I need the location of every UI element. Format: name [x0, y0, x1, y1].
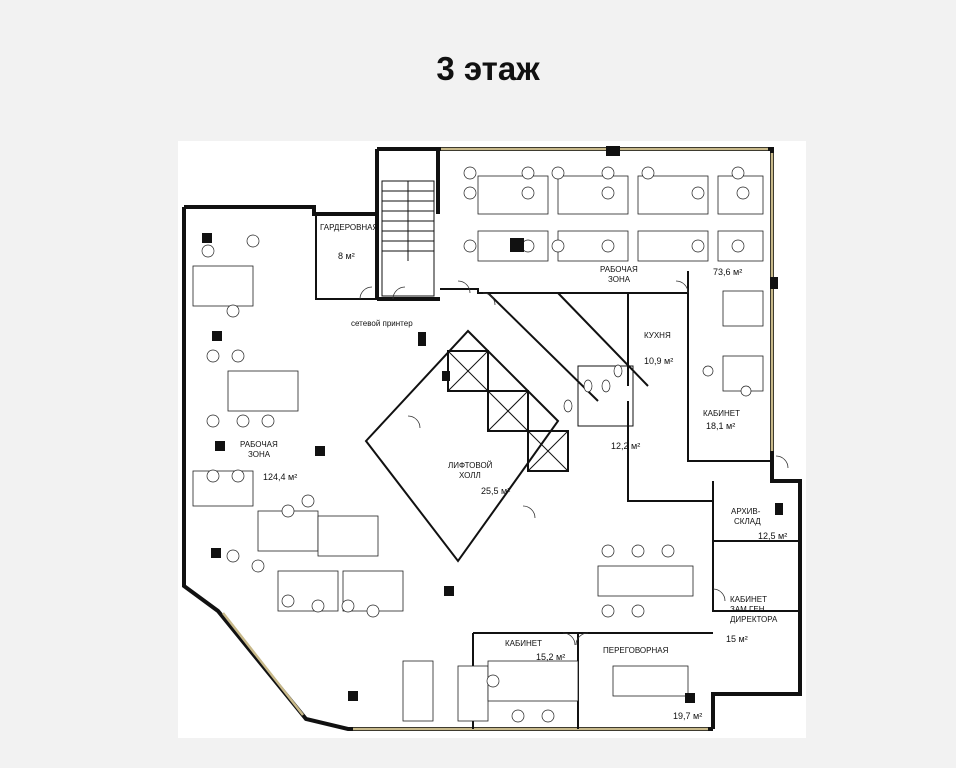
archive-label-1: АРХИВ- — [731, 507, 761, 516]
office-bottom-area: 15,2 м² — [536, 652, 565, 662]
workzone-top-label-2: ЗОНА — [608, 275, 631, 284]
meeting-room-label: ПЕРЕГОВОРНАЯ — [603, 646, 669, 655]
floor-plan-drawing: ГАРДЕРОВНАЯ 8 м² сетевой принтер РАБОЧАЯ… — [182, 146, 802, 731]
office-right-area: 18,1 м² — [706, 421, 735, 431]
deputy-office-label-2: ЗАМ.ГЕН. — [730, 605, 767, 614]
wardrobe-label: ГАРДЕРОВНАЯ — [320, 223, 379, 232]
wardrobe-area: 8 м² — [338, 251, 355, 261]
page-title: 3 этаж — [436, 50, 540, 87]
interior-walls — [440, 271, 800, 729]
windows — [222, 147, 774, 731]
archive-label-2: СКЛАД — [734, 517, 761, 526]
desks-right-office — [702, 290, 764, 397]
lift-hall-area: 25,5 м² — [481, 486, 510, 496]
wardrobe-room — [315, 212, 377, 300]
office-right-label: КАБИНЕТ — [703, 409, 740, 418]
staircase — [377, 180, 440, 301]
deputy-office-label-1: КАБИНЕТ — [730, 595, 767, 604]
kitchen-area: 10,9 м² — [644, 356, 673, 366]
network-printer-label: сетевой принтер — [351, 319, 413, 328]
toilets — [563, 364, 634, 427]
chairs-left — [201, 234, 675, 723]
workzone-left-label-1: РАБОЧАЯ — [240, 440, 278, 449]
floor-plan: ГАРДЕРОВНАЯ 8 м² сетевой принтер РАБОЧАЯ… — [178, 141, 806, 738]
kitchen-label: КУХНЯ — [644, 331, 671, 340]
toilets-area: 12,2 м² — [611, 441, 640, 451]
workzone-top-label-1: РАБОЧАЯ — [600, 265, 638, 274]
workzone-left-area: 124,4 м² — [263, 472, 297, 482]
chairs-top — [463, 166, 750, 253]
workzone-left-label-2: ЗОНА — [248, 450, 271, 459]
lift-hall-outline — [364, 329, 560, 563]
elevators — [447, 350, 569, 472]
workzone-top-area: 73,6 м² — [713, 267, 742, 277]
office-bottom-label: КАБИНЕТ — [505, 639, 542, 648]
archive-area: 12,5 м² — [758, 531, 787, 541]
columns — [202, 146, 783, 703]
meeting-room-area: 19,7 м² — [673, 711, 702, 721]
lift-hall-label-1: ЛИФТОВОЙ — [448, 461, 493, 470]
deputy-office-area: 15 м² — [726, 634, 748, 644]
deputy-office-label-3: ДИРЕКТОРА — [730, 615, 778, 624]
doors — [359, 280, 789, 646]
lift-hall-label-2: ХОЛЛ — [459, 471, 481, 480]
